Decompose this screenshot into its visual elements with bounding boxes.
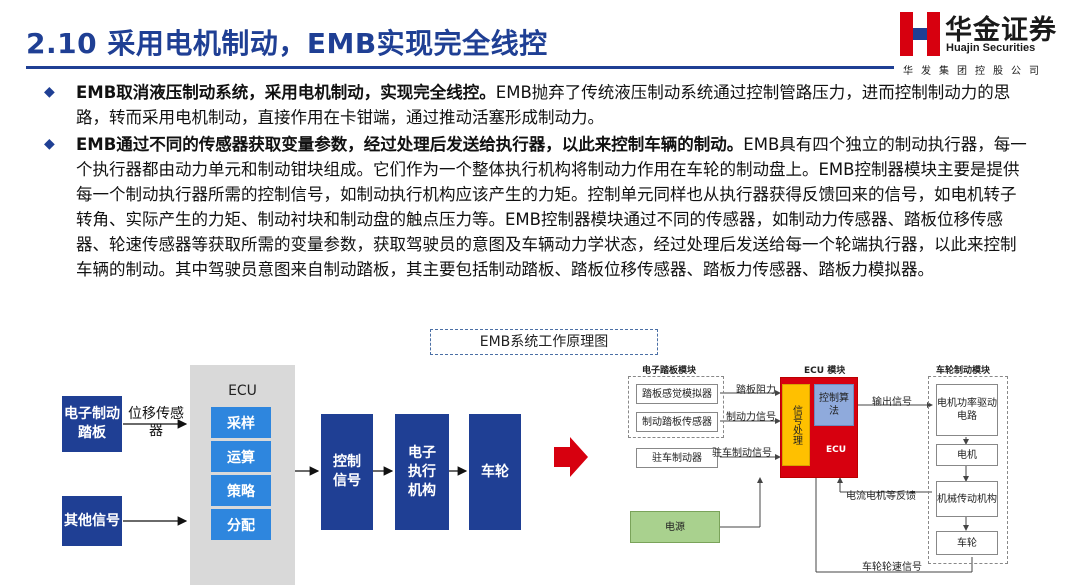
ecu-item-compute: 运算 bbox=[211, 441, 271, 472]
diagram-caption: EMB系统工作原理图 bbox=[430, 329, 658, 355]
bullet-text: EMB抛弃了传统液压制动系统通过控制管路压力，进而控制制动力的思路，转而采用电机… bbox=[76, 83, 1011, 127]
parking-signal-label: 驻车制动信号 bbox=[712, 448, 772, 459]
huajin-logo-icon bbox=[900, 12, 940, 56]
page-title: 2.10 采用电机制动，EMB实现完全线控 bbox=[26, 27, 548, 60]
pedal-module-title: 电子踏板模块 bbox=[642, 366, 697, 376]
logo-text-cn: 华金证券 bbox=[945, 15, 1057, 46]
brake-force-signal-label: 制动力信号 bbox=[726, 412, 776, 423]
logo-subtitle: 华发集团控股公司 bbox=[903, 66, 1047, 77]
bullet-item: ◆ EMB通过不同的传感器获取变量参数，经过处理后发送给执行器，以此来控制车辆的… bbox=[44, 132, 1031, 282]
wheel-module-frame bbox=[928, 376, 1008, 564]
pedal-module-frame bbox=[628, 376, 724, 438]
power-box: 电源 bbox=[630, 511, 720, 543]
motor-drive-box: 电机功率驱动电路 bbox=[936, 384, 998, 436]
ecu-item-strategy: 策略 bbox=[211, 475, 271, 506]
red-arrow-icon bbox=[554, 437, 588, 477]
wheel-module-title: 车轮制动模块 bbox=[936, 366, 991, 376]
ecu-module-title: ECU 模块 bbox=[804, 366, 846, 376]
mechanism-box: 机械传动机构 bbox=[936, 481, 998, 517]
control-signal-block: 控制信号 bbox=[321, 414, 373, 530]
control-algorithm-box: 控制算法 bbox=[814, 384, 854, 426]
wheel-block: 车轮 bbox=[469, 414, 521, 530]
output-signal-label: 输出信号 bbox=[872, 397, 912, 408]
ecu-label: ECU bbox=[228, 383, 257, 399]
ecu-item-sampling: 采样 bbox=[211, 407, 271, 438]
bullet-bold: EMB取消液压制动系统，采用电机制动，实现完全线控。 bbox=[76, 83, 496, 102]
pedal-block: 电子制动踏板 bbox=[62, 396, 122, 452]
ecu-inner-label: ECU bbox=[826, 445, 847, 455]
displacement-sensor-label: 位移传感器 bbox=[128, 406, 184, 439]
wheel-box: 车轮 bbox=[936, 531, 998, 555]
motor-box: 电机 bbox=[936, 444, 998, 466]
signal-processing-box: 信号处理 bbox=[782, 384, 810, 466]
pedal-sensor-box: 制动踏板传感器 bbox=[636, 412, 718, 432]
pedal-resistance-label: 踏板阻力 bbox=[736, 385, 776, 396]
bullet-bold: EMB通过不同的传感器获取变量参数，经过处理后发送给执行器，以此来控制车辆的制动… bbox=[76, 135, 744, 154]
title-underline bbox=[26, 66, 894, 69]
bullet-text: EMB具有四个独立的制动执行器，每一个执行器都由动力单元和制动钳块组成。它们作为… bbox=[76, 135, 1027, 279]
diamond-bullet-icon: ◆ bbox=[44, 84, 55, 100]
feedback-label: 电流电机等反馈 bbox=[846, 491, 916, 502]
actuator-block: 电子执行机构 bbox=[395, 414, 449, 530]
wheel-speed-label: 车轮轮速信号 bbox=[862, 562, 922, 573]
diamond-bullet-icon: ◆ bbox=[44, 136, 55, 152]
bullet-item: ◆ EMB取消液压制动系统，采用电机制动，实现完全线控。EMB抛弃了传统液压制动… bbox=[44, 80, 1031, 130]
pedal-simulator-box: 踏板感觉模拟器 bbox=[636, 384, 718, 404]
ecu-item-allocate: 分配 bbox=[211, 509, 271, 540]
other-signal-block: 其他信号 bbox=[62, 496, 122, 546]
logo-text-en: Huajin Securities bbox=[946, 42, 1036, 54]
parking-brake-box: 驻车制动器 bbox=[636, 448, 718, 468]
